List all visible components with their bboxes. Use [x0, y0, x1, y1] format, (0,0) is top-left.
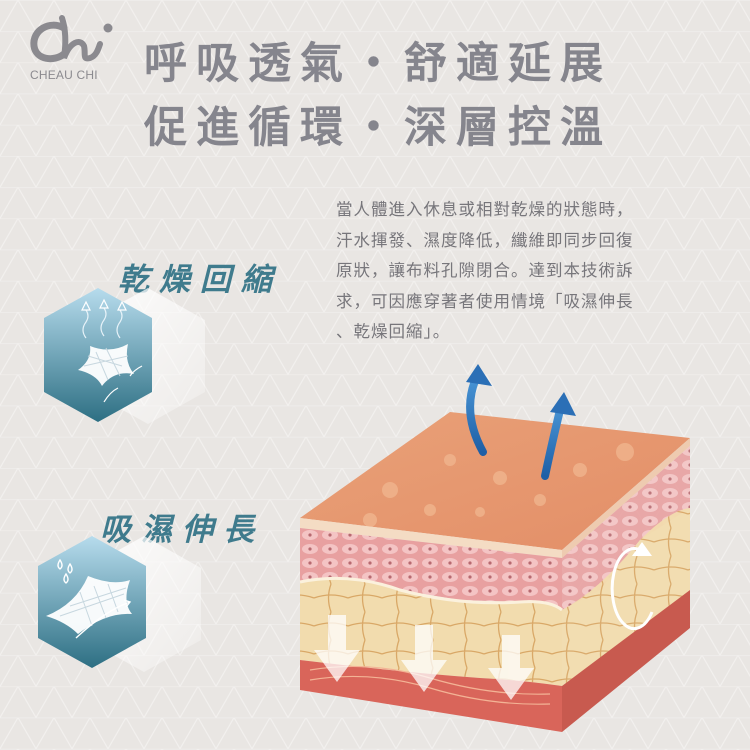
skin-layer-cube-illustration [299, 364, 690, 732]
headline: 呼吸透氣・舒適延展 促進循環・深層控溫 [144, 32, 612, 160]
dry-shrink-fabric-icon [44, 288, 205, 424]
description-line: 當人體進入休息或相對乾燥的狀態時， [336, 200, 634, 219]
brand-name: CHEAU CHI [30, 68, 98, 82]
description: 當人體進入休息或相對乾燥的狀態時， 汗水揮發、濕度降低，纖維即同步回復 原狀，讓… [336, 195, 716, 348]
description-line: 原狀，讓布料孔隙閉合。達到本技術訴 [336, 261, 634, 280]
description-line: 汗水揮發、濕度降低，纖維即同步回復 [336, 230, 634, 250]
brand-logo-icon [30, 15, 113, 63]
feature-label-moisture-stretch: 吸濕伸長 [100, 512, 264, 548]
moisture-stretch-fabric-icon [38, 536, 201, 672]
description-line: 求，可因應穿著者使用情境「吸濕伸長 [336, 291, 634, 311]
description-line: 、乾燥回縮」。 [336, 322, 451, 341]
headline-line-2: 促進循環・深層控溫 [144, 103, 612, 153]
headline-line-1: 呼吸透氣・舒適延展 [144, 39, 612, 89]
